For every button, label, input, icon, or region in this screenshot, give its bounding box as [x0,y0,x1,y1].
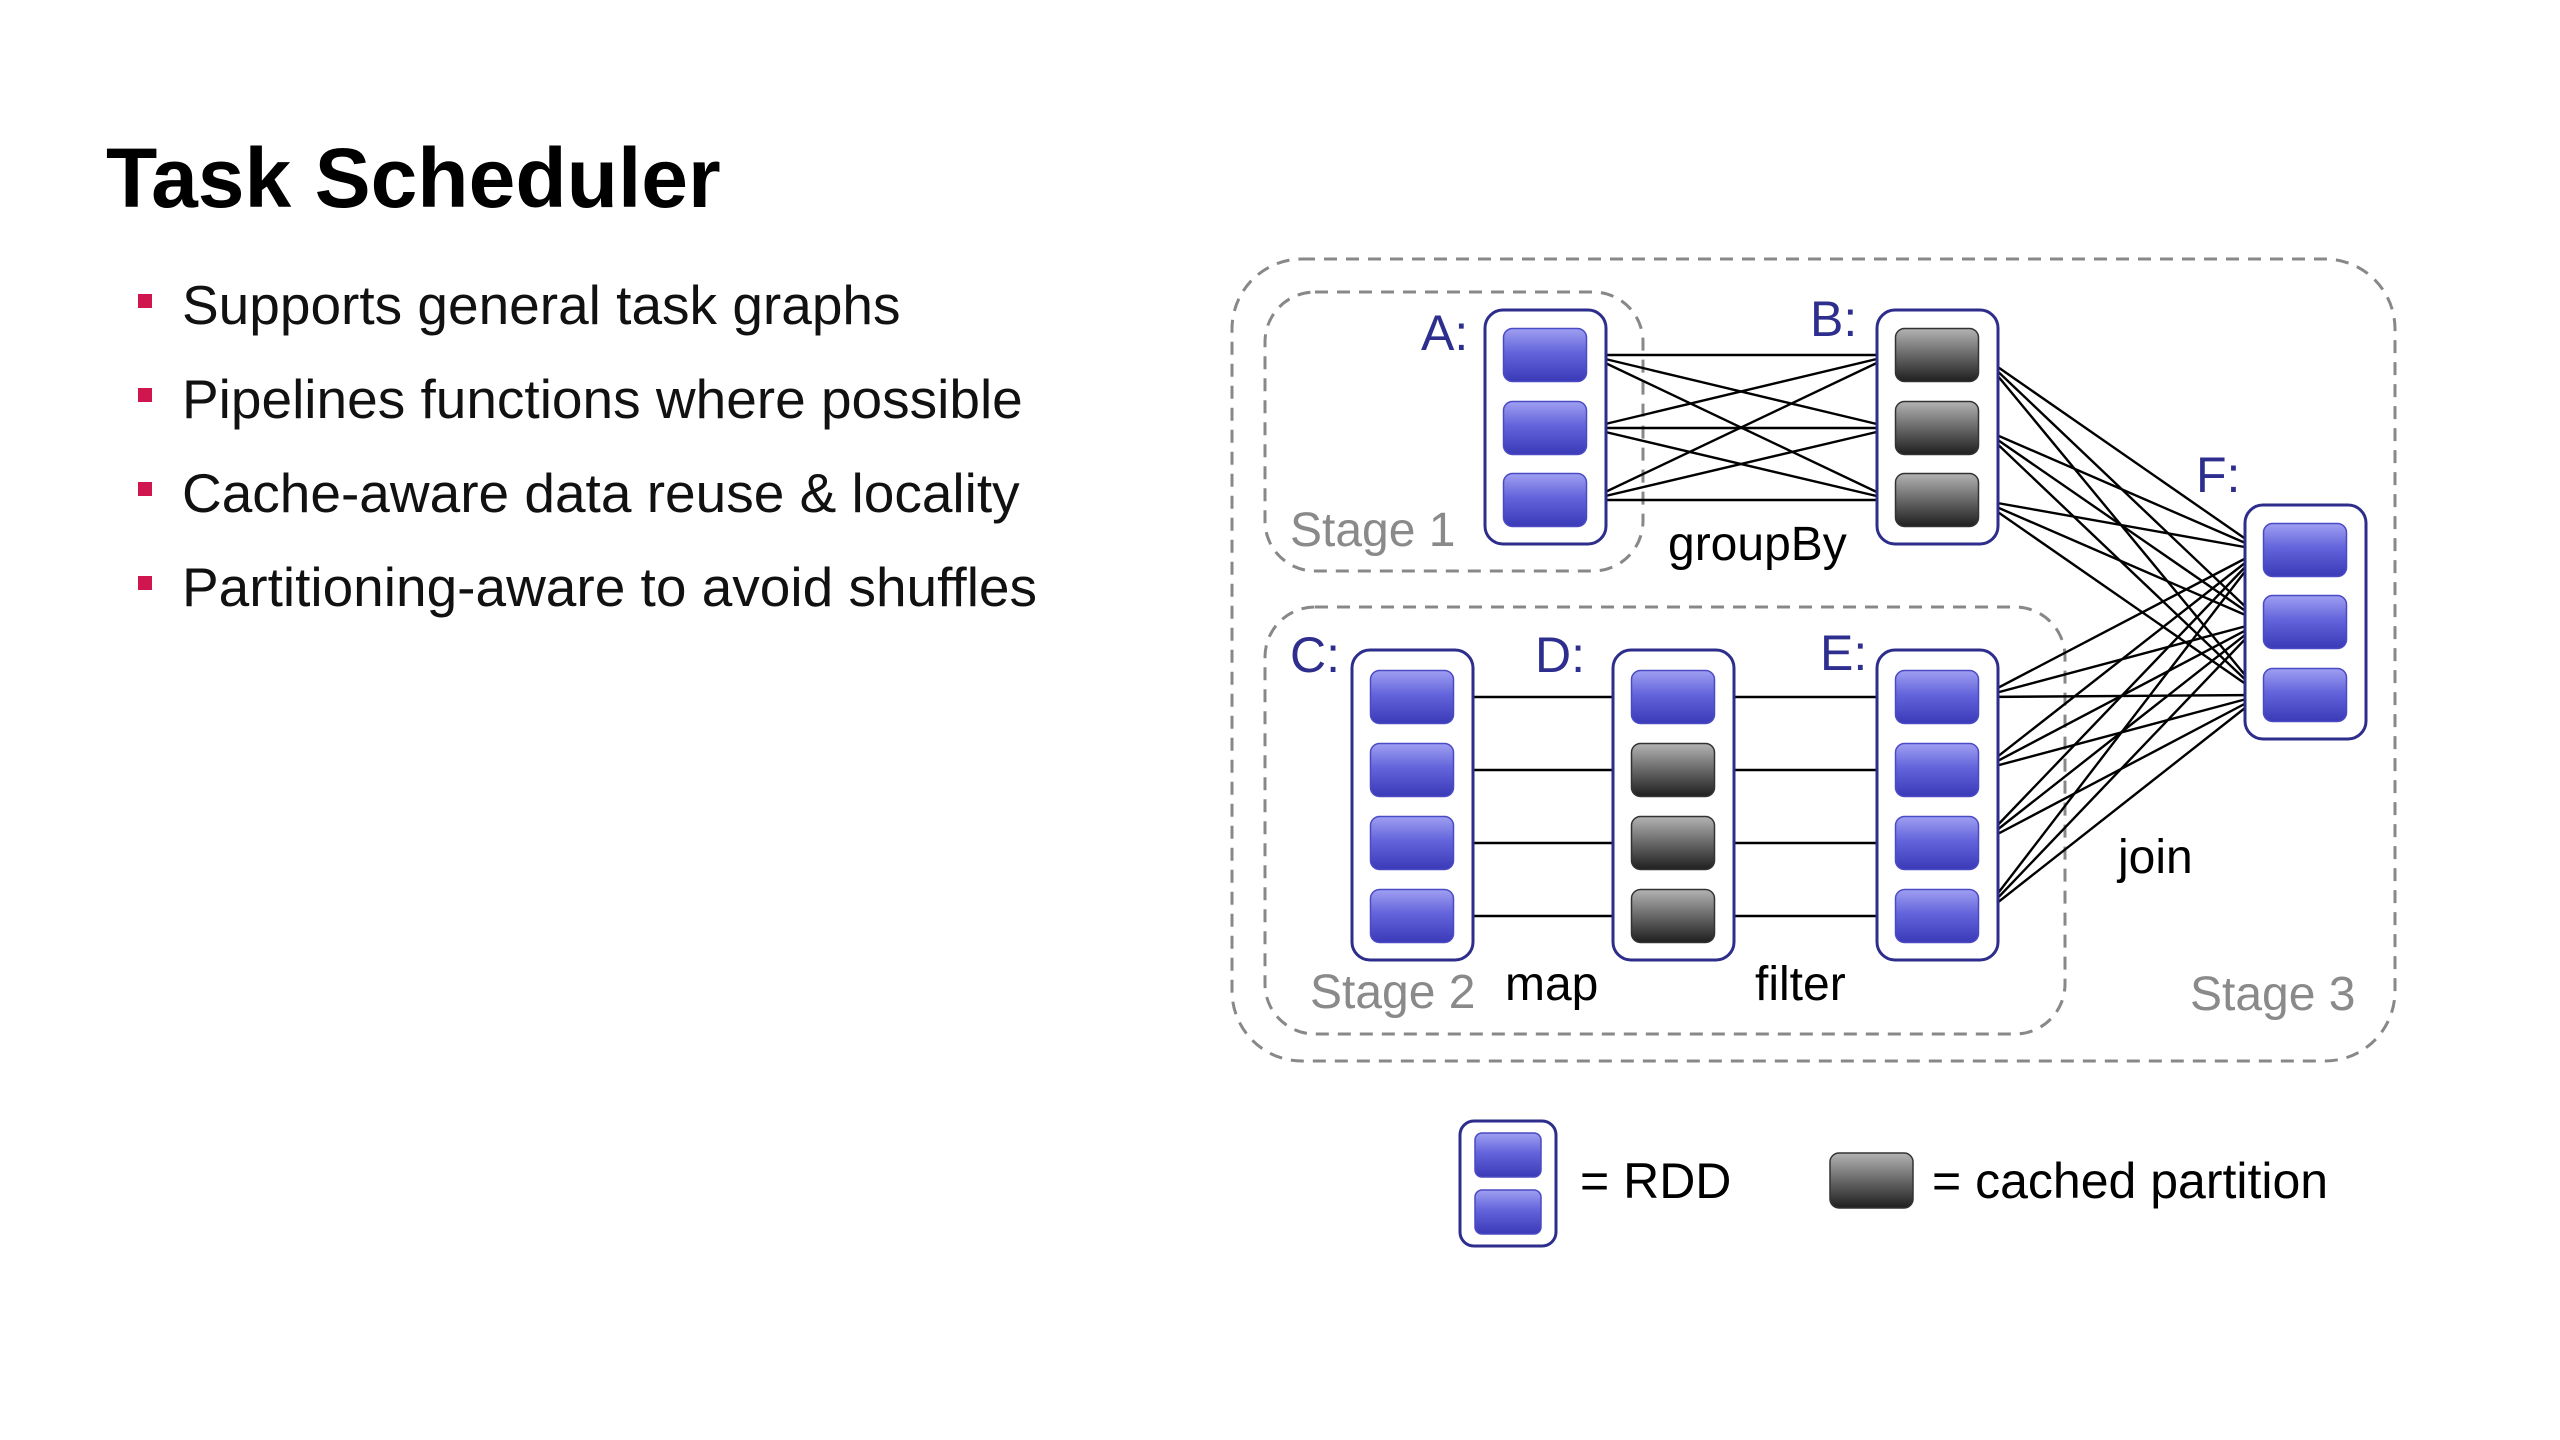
join-edge [1979,549,2263,844]
groupby-edge [1588,353,1895,430]
rdd-b-label: B: [1810,291,1857,347]
bullet-square-icon [138,482,152,496]
rdd-c-label: C: [1290,627,1340,683]
rdd-f-partition-3 [2262,667,2348,723]
join-edge [1980,426,2263,552]
stage-2-label: Stage 2 [1310,966,1475,1019]
rdd-e-partition-2 [1894,742,1980,798]
rdd-e-partition-3 [1894,815,1980,871]
join-edge [1980,498,2263,553]
rdd-d-partition-4-cached [1630,888,1716,944]
stage-3-boundary [1230,257,2397,1063]
rdd-d-partition-1 [1630,669,1716,725]
rdd-c-partition-1 [1369,669,1455,725]
rdd-a-partition-1 [1502,327,1588,383]
bullet-square-icon [138,388,152,402]
join-edge [1979,621,2263,917]
groupby-edge [1587,353,1895,502]
legend-rdd-text: = RDD [1580,1153,1731,1209]
groupby-edge [1588,426,1895,502]
join-edge [1979,549,2263,771]
stage-1-label: Stage 1 [1290,504,1455,557]
legend-cached-text: = cached partition [1932,1153,2328,1209]
rdd-a-partition-2 [1502,400,1588,456]
stage-1-boundary [1263,290,1645,573]
rdd-f-partition-1 [2262,522,2348,578]
rdd-b-partition-2-cached [1894,400,1980,456]
join-edge [1979,548,2263,699]
legend: = RDD = cached partition [1458,1119,2328,1248]
rdd-a-label: A: [1421,305,1468,361]
groupby-label: groupBy [1668,518,1847,571]
dependency-edges [1455,350,2263,921]
bullet-square-icon [138,294,152,308]
rdd-d-partition-3-cached [1630,815,1716,871]
rdd-c-partition-4 [1369,888,1455,944]
legend-partition [1474,1132,1542,1178]
rdd-d-box [1611,648,1736,962]
rdd-f-label: F: [2196,447,2240,503]
rdd-c-partition-2 [1369,742,1455,798]
stage-3-label: Stage 3 [2190,968,2355,1021]
join-edge [1979,499,2263,696]
rdd-e-box [1875,648,2000,962]
legend-cached-partition [1829,1152,1914,1209]
rdd-b-partition-1-cached [1894,327,1980,383]
partitions [1369,327,2348,944]
rdd-c-partition-3 [1369,815,1455,871]
rdd-a-partition-3 [1502,472,1588,528]
rdd-e-partition-1 [1894,669,1980,725]
join-edge [1979,549,2263,917]
rdd-d-label: D: [1535,627,1585,683]
join-edge [1980,498,2263,624]
rdd-c-box [1350,648,1475,962]
rdd-e-partition-4 [1894,888,1980,944]
legend-partition [1474,1189,1542,1235]
rdd-e-label: E: [1820,625,1867,681]
rdd-f-partition-2 [2262,594,2348,650]
join-edge [1979,354,2263,551]
filter-label: filter [1755,958,1846,1011]
join-edge [1979,694,2263,917]
rdd-b-partition-3-cached [1894,472,1980,528]
rdd-d-partition-2-cached [1630,742,1716,798]
bullet-square-icon [138,576,152,590]
map-label: map [1505,958,1598,1011]
join-label: join [2116,831,2193,884]
page-title: Task Scheduler [106,131,721,225]
